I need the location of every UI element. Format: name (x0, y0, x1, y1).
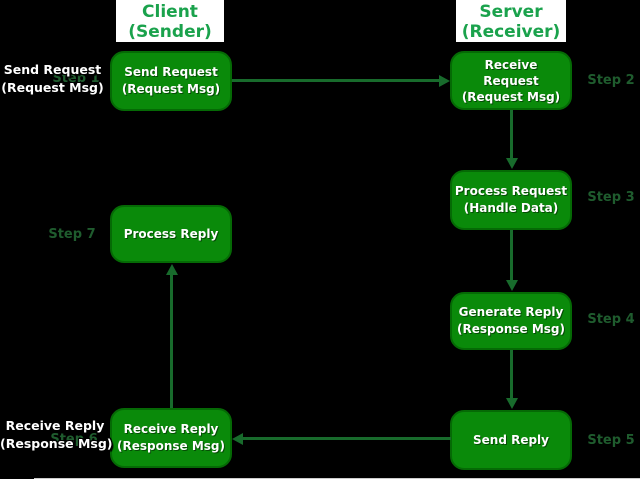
node-label: Send Request (124, 65, 218, 79)
client-title-line: (Sender) (128, 22, 212, 42)
arrow-line-send-to-receive-request (232, 79, 440, 82)
arrowhead-up-icon (165, 264, 178, 275)
node-receive-reply: Receive Reply (Response Msg) (110, 408, 232, 468)
step-label-2: Step 2 (587, 73, 635, 88)
arrowhead-down-icon (505, 398, 518, 409)
server-title: Server (Receiver) (456, 0, 566, 42)
side-label-line: (Request Msg) (1, 79, 104, 95)
node-label: (Request Msg) (461, 89, 561, 104)
side-label-send-request: Send Request (Request Msg) (0, 61, 105, 96)
arrowhead-down-icon (505, 158, 518, 169)
step-label-6: Step 6 (50, 432, 98, 447)
step-label-7: Step 7 (48, 227, 96, 242)
node-send-request: Send Request (Request Msg) (110, 51, 232, 111)
client-title: Client (Sender) (116, 0, 224, 42)
node-generate-reply: Generate Reply (Response Msg) (450, 292, 572, 350)
node-process-request: Process Request (Handle Data) (450, 170, 572, 230)
node-send-reply: Send Reply (450, 410, 572, 470)
node-process-reply: Process Reply (110, 205, 232, 263)
arrowhead-down-icon (505, 280, 518, 291)
arrowhead-right-icon (439, 74, 450, 87)
arrowhead-left-icon (232, 432, 243, 445)
node-label: (Handle Data) (463, 201, 559, 215)
step-label-3: Step 3 (587, 190, 635, 205)
step-label-5: Step 5 (587, 433, 635, 448)
arrow-line-receive-to-process-reply (170, 275, 173, 408)
node-label: Receive (484, 57, 538, 72)
arrow-line-send-to-receive-reply (243, 437, 451, 440)
node-label: Receive Reply (123, 422, 219, 436)
node-label: Generate Reply (458, 305, 564, 319)
side-label-line: Send Request (3, 62, 102, 77)
node-label: Send Reply (473, 432, 549, 447)
arrow-line-receive-to-process-request (510, 110, 513, 158)
node-receive-request: Receive Request (Request Msg) (450, 51, 572, 110)
node-label: Process Reply (123, 226, 219, 241)
server-title-line: (Receiver) (461, 22, 561, 42)
arrow-line-generate-to-send-reply (510, 350, 513, 398)
step-label-4: Step 4 (587, 312, 635, 327)
node-label: (Response Msg) (117, 439, 225, 453)
node-label: Process Request (454, 184, 568, 198)
side-label-receive-reply: Receive Reply (Response Msg) (0, 417, 113, 452)
node-label: (Response Msg) (457, 322, 565, 336)
side-label-line: (Response Msg) (0, 435, 113, 451)
side-label-line: Receive Reply (5, 418, 105, 433)
node-label: (Request Msg) (121, 82, 221, 96)
client-title-line: Client (142, 2, 198, 22)
node-label: Request (483, 73, 539, 88)
step-label-1: Step 1 (52, 71, 100, 86)
arrow-line-process-to-generate-reply (510, 230, 513, 280)
server-title-line: Server (479, 2, 543, 22)
